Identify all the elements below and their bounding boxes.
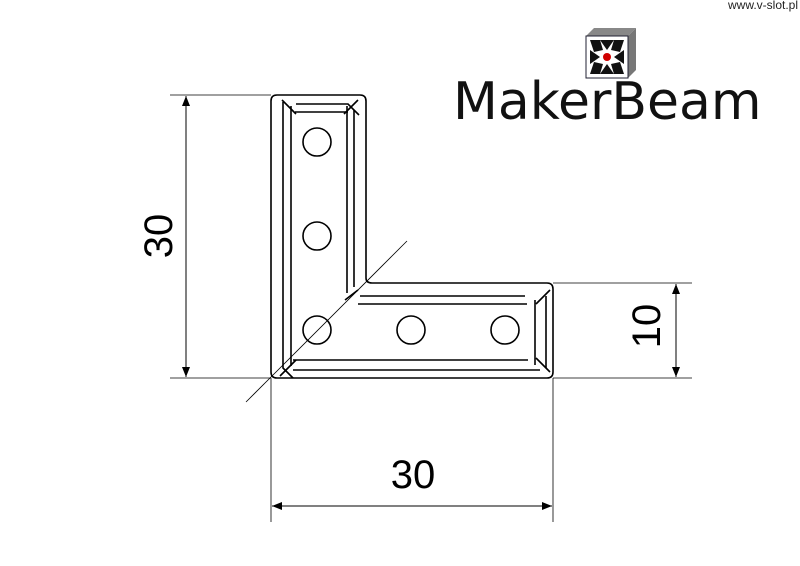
dimension-height: 30 (137, 96, 190, 377)
l-bracket-outline (270, 94, 554, 379)
dimension-arm-width: 10 (625, 284, 680, 377)
extension-lines (170, 94, 692, 522)
mounting-holes (302, 127, 520, 345)
watermark-url: www.v-slot.pl (727, 0, 798, 12)
hole (490, 315, 520, 345)
dimension-width: 30 (272, 453, 552, 510)
makerbeam-logo-icon (585, 28, 636, 79)
dimension-label-width: 30 (391, 453, 436, 497)
dimension-label-height: 30 (137, 214, 181, 259)
diagonal-centerline (245, 240, 408, 403)
hole (302, 127, 332, 157)
dimension-label-arm-width: 10 (625, 304, 669, 349)
hole (396, 315, 426, 345)
hole (302, 315, 332, 345)
hole (302, 221, 332, 251)
brand-name: MakerBeam (453, 72, 762, 132)
